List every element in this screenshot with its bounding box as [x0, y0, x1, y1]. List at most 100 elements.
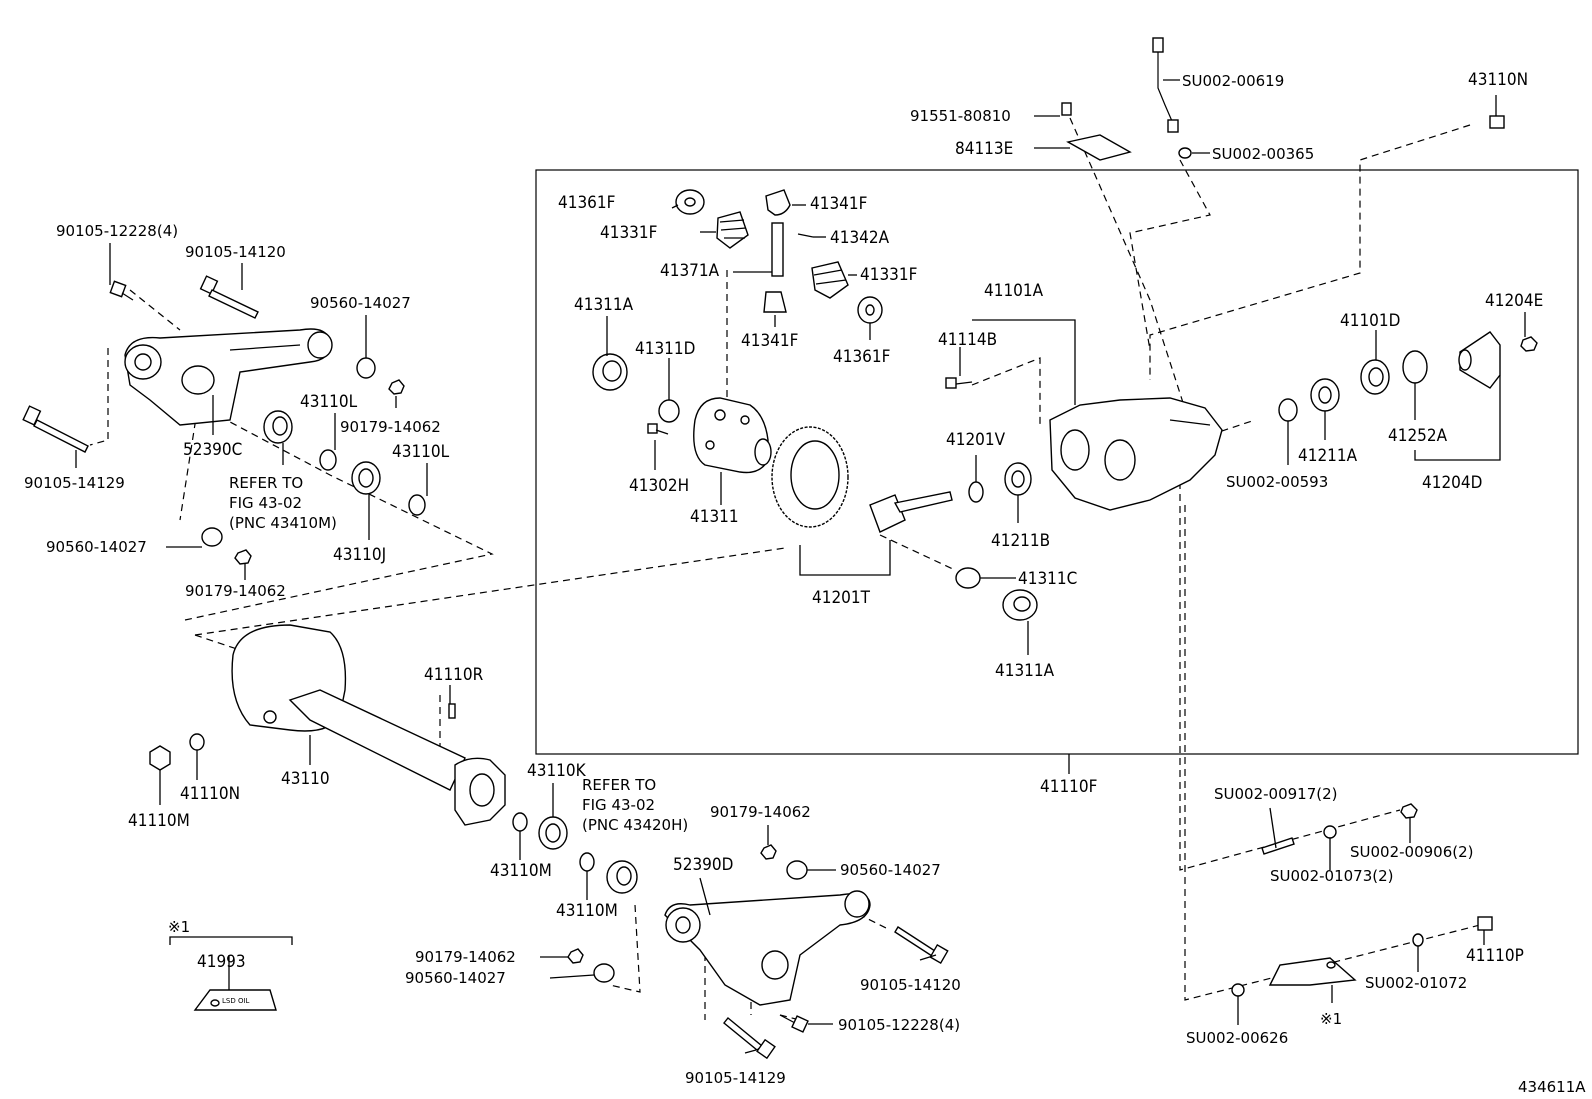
- label-90105-14129-bot: 90105-14129: [685, 1069, 786, 1087]
- seal-43110M-a: [512, 812, 528, 832]
- label-90105-12228-top: 90105-12228(4): [56, 222, 178, 240]
- label-41341F-b: 41341F: [741, 331, 798, 351]
- shim-41311D: [658, 399, 680, 423]
- bolt-43110N: [1489, 115, 1505, 129]
- refer-top-line2: FIG 43-02: [229, 494, 302, 512]
- label-41371A: 41371A: [660, 261, 720, 281]
- gear-41331F-a: [716, 211, 749, 249]
- carrier-41101A: [1049, 397, 1223, 511]
- label-52390D: 52390D: [673, 855, 733, 875]
- label-41211B: 41211B: [991, 531, 1050, 551]
- label-90560-14027-d: 90560-14027: [405, 969, 506, 987]
- collapsible-spacer-41201V: [968, 481, 984, 503]
- nut-90179-14062-a: [388, 379, 405, 395]
- bolt-90105-14129-top: [22, 405, 89, 453]
- label-SU002-00593: SU002-00593: [1226, 473, 1328, 491]
- bolt-41302H: [647, 423, 669, 435]
- seal-41101D: [1360, 359, 1390, 395]
- washer-41361F-b: [857, 296, 883, 324]
- label-41311D: 41311D: [635, 339, 695, 359]
- washer-90560-14027-a: [356, 357, 376, 379]
- nut-90179-14062-b: [234, 549, 252, 565]
- label-41110F: 41110F: [1040, 777, 1097, 797]
- label-43110: 43110: [281, 769, 330, 789]
- label-41331F-b: 41331F: [860, 265, 917, 285]
- bolt-90105-14129-bot: [723, 1017, 776, 1060]
- breather-41110R: [448, 703, 456, 719]
- label-41110N: 41110N: [180, 784, 240, 804]
- label-90105-12228-bot: 90105-12228(4): [838, 1016, 960, 1034]
- differential-housing-43110: [231, 624, 506, 826]
- label-41201V: 41201V: [946, 430, 1006, 450]
- nut-41204E: [1520, 336, 1538, 352]
- note-symbol-left: ※1: [168, 918, 190, 936]
- bearing-41311A-a: [592, 353, 628, 391]
- label-41211A: 41211A: [1298, 446, 1358, 466]
- gear-41331F-b: [811, 261, 849, 299]
- label-41101D: 41101D: [1340, 311, 1400, 331]
- case-41311: [693, 397, 772, 474]
- label-84113E: 84113E: [955, 139, 1013, 159]
- diagram-id: 434611A: [1518, 1078, 1586, 1096]
- label-SU002-00917: SU002-00917(2): [1214, 785, 1338, 803]
- seal-43110L-a: [319, 449, 337, 471]
- label-41993: 41993: [197, 952, 246, 972]
- shaft-refer-43420H: [606, 860, 638, 894]
- seal-SU002-00593: [1278, 398, 1298, 422]
- part-labels: 91551-80810 84113E SU002-00619 SU002-003…: [24, 70, 1586, 1096]
- seal-43110M-b: [579, 852, 595, 872]
- pin-41342A: [797, 233, 814, 238]
- gasket-SU002-00365: [1178, 147, 1192, 159]
- washer-SU002-01073: [1323, 825, 1337, 839]
- label-43110K: 43110K: [527, 761, 587, 781]
- bolt-41110M: [149, 745, 171, 771]
- label-43110N: 43110N: [1468, 70, 1528, 90]
- label-group-41993: [169, 936, 293, 1011]
- label-90105-14120-top: 90105-14120: [185, 243, 286, 261]
- gear-41341F-b: [763, 291, 787, 313]
- bearing-43110J: [351, 461, 381, 495]
- label-90179-14062-c: 90179-14062: [710, 803, 811, 821]
- label-41114B: 41114B: [938, 330, 997, 350]
- washer-41361F-a: [675, 189, 705, 215]
- label-41311A-b: 41311A: [995, 661, 1055, 681]
- label-41311C: 41311C: [1018, 569, 1077, 589]
- bearing-43110K: [538, 816, 568, 850]
- label-43110J: 43110J: [333, 545, 386, 565]
- bolt-90105-14120-top: [199, 275, 259, 319]
- label-41204E: 41204E: [1485, 291, 1543, 311]
- stud-SU002-00917: [1261, 837, 1295, 855]
- label-41311: 41311: [690, 507, 739, 527]
- shaft-refer-43410M: [263, 410, 293, 444]
- shaft-41371A: [771, 222, 784, 277]
- label-SU002-00365: SU002-00365: [1212, 145, 1314, 163]
- label-90560-14027-c: 90560-14027: [840, 861, 941, 879]
- label-43110M-a: 43110M: [490, 861, 552, 881]
- washer-41252A: [1402, 350, 1428, 384]
- label-41361F-b: 41361F: [833, 347, 890, 367]
- label-90105-14129-top: 90105-14129: [24, 474, 125, 492]
- assembly-box-41110F: [535, 169, 1579, 755]
- label-41331F-a: 41331F: [600, 223, 657, 243]
- label-41252A: 41252A: [1388, 426, 1448, 446]
- ring-gear-41201T: [771, 426, 849, 528]
- label-41201T: 41201T: [812, 588, 871, 608]
- refer-bottom-line2: FIG 43-02: [582, 796, 655, 814]
- label-41302H: 41302H: [629, 476, 689, 496]
- label-43110L-b: 43110L: [392, 442, 450, 462]
- bolt-90105-12228-top: [109, 280, 134, 301]
- label-41204D: 41204D: [1422, 473, 1482, 493]
- mount-bracket-52390C: [124, 328, 333, 426]
- bolt-41110P: [1477, 916, 1493, 931]
- label-41110R: 41110R: [424, 665, 484, 685]
- label-90179-14062-d: 90179-14062: [415, 948, 516, 966]
- washer-SU002-01072: [1412, 933, 1424, 947]
- label-41342A: 41342A: [830, 228, 890, 248]
- label-SU002-00626: SU002-00626: [1186, 1029, 1288, 1047]
- washer-90560-14027-c: [786, 860, 808, 880]
- nut-90179-14062-d: [567, 948, 584, 964]
- label-52390C: 52390C: [183, 440, 242, 460]
- mount-bracket-52390D: [664, 890, 871, 1006]
- label-43110L-a: 43110L: [300, 392, 358, 412]
